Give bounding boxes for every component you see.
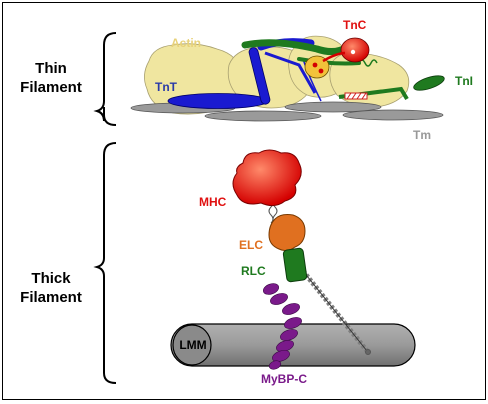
tnt-strand bbox=[302, 58, 322, 102]
tnc-c-lobe bbox=[304, 55, 330, 79]
thin-label-line1: Thin bbox=[35, 60, 67, 77]
tm-label: Tm bbox=[413, 128, 431, 142]
actin-label: Actin bbox=[171, 36, 201, 50]
sarcomere-protein-diagram: Thin Filament Thick Filament bbox=[2, 2, 486, 400]
calcium-ion bbox=[350, 49, 356, 55]
thin-filament-bracket-lower bbox=[96, 110, 117, 126]
tni-upper-strand bbox=[241, 39, 351, 56]
mybpc-domain bbox=[282, 303, 300, 315]
mybpc-domain bbox=[284, 317, 302, 329]
tni-c-terminal bbox=[413, 75, 445, 91]
tnt-label: TnT bbox=[155, 80, 178, 94]
troponin-i bbox=[241, 39, 445, 101]
mhc-head bbox=[232, 149, 302, 207]
thick-label-line1: Thick bbox=[31, 270, 71, 287]
s2-chain-diagonal-inner bbox=[302, 270, 368, 352]
lmm-label: LMM bbox=[179, 338, 206, 352]
thick-filament-bracket bbox=[93, 142, 117, 384]
tropomyosin bbox=[130, 101, 444, 122]
lmm-cylinder-end bbox=[172, 324, 212, 366]
mybpc-label: MyBP-C bbox=[261, 372, 307, 386]
troponin-t bbox=[167, 38, 322, 109]
tni-arm bbox=[297, 57, 361, 66]
tnt-lower-domain bbox=[167, 93, 269, 109]
rlc-domain bbox=[282, 247, 308, 283]
tnc-linker bbox=[322, 51, 346, 63]
calcium-ion bbox=[318, 68, 324, 74]
thick-label-line2: Filament bbox=[20, 289, 82, 306]
tnt-tail bbox=[264, 51, 317, 94]
mybpc-domain bbox=[272, 350, 290, 362]
tropomyosin-segment bbox=[204, 110, 322, 122]
thin-label-line2: Filament bbox=[20, 79, 82, 96]
tropomyosin-segment bbox=[284, 101, 382, 113]
thin-filament-bracket bbox=[93, 32, 117, 122]
mybpc-domain bbox=[268, 360, 282, 370]
mybp-c bbox=[262, 283, 302, 370]
troponin-c bbox=[304, 37, 370, 79]
mybpc-domain bbox=[262, 283, 280, 295]
tnt-rod bbox=[248, 47, 271, 105]
elc-label: ELC bbox=[239, 238, 263, 252]
tnc-label: TnC bbox=[343, 18, 367, 32]
tropomyosin-segment bbox=[342, 109, 444, 121]
elc-domain bbox=[268, 214, 306, 252]
tnc-n-lobe bbox=[340, 37, 370, 63]
mhc-label: MHC bbox=[199, 195, 227, 209]
actin-monomer bbox=[329, 52, 410, 108]
calcium-ion bbox=[312, 62, 318, 68]
mybpc-domain bbox=[280, 329, 298, 341]
mybpc-domain bbox=[270, 293, 288, 305]
s2-end bbox=[365, 349, 371, 355]
rlc-label: RLC bbox=[241, 264, 266, 278]
tni-label: TnI bbox=[455, 74, 473, 88]
